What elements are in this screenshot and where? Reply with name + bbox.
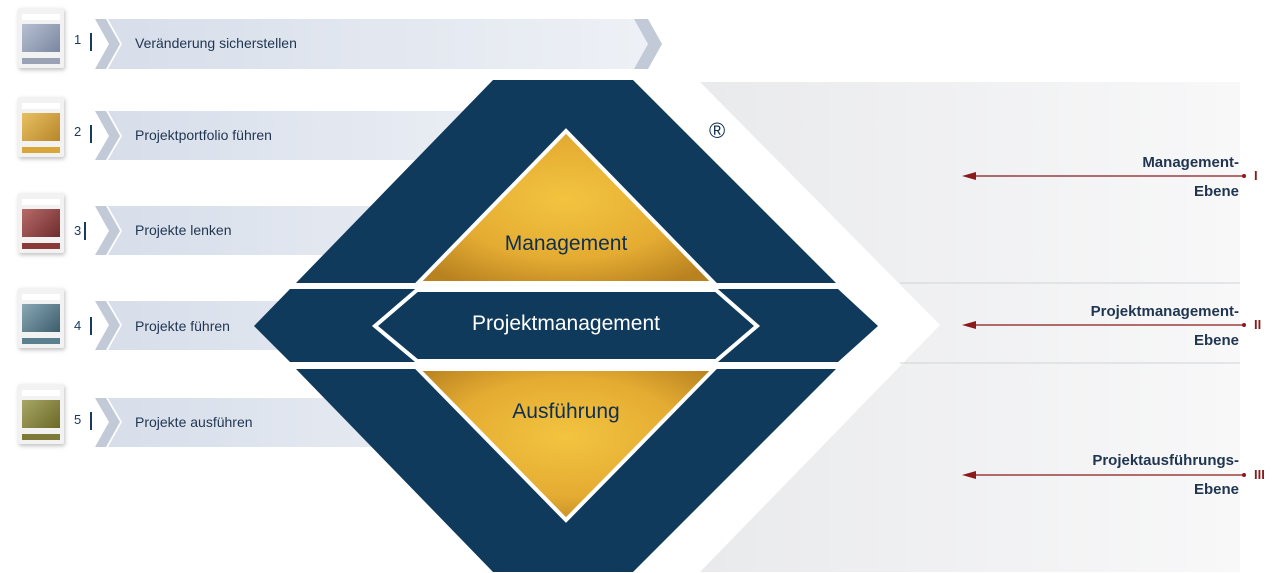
step-separator-2 bbox=[90, 125, 92, 143]
step-number-5: 5 bbox=[74, 412, 82, 427]
book-cover-2-icon bbox=[18, 97, 64, 157]
level-arrow-1 bbox=[962, 172, 1246, 180]
level-3-roman: III bbox=[1254, 467, 1265, 482]
step-band-1 bbox=[95, 19, 662, 69]
book-cover-1-icon bbox=[18, 8, 64, 68]
step-separator-1 bbox=[90, 33, 92, 51]
step-number-3: 3 bbox=[74, 223, 82, 238]
step-separator-5 bbox=[90, 412, 92, 430]
gold-bottom-triangle bbox=[413, 367, 719, 523]
step-label-2: Projektportfolio führen bbox=[135, 127, 272, 143]
level-3-line2: Ebene bbox=[1193, 481, 1239, 498]
step-label-3: Projekte lenken bbox=[135, 222, 232, 238]
level-2-roman: II bbox=[1254, 317, 1262, 332]
step-number-4: 4 bbox=[74, 318, 82, 333]
book-cover-5-icon bbox=[18, 384, 64, 444]
center-top-label: Management bbox=[504, 232, 628, 255]
book-image bbox=[22, 24, 60, 52]
level-arrow-2 bbox=[962, 321, 1246, 329]
level-3-line1: Projektausführungs- bbox=[1092, 452, 1239, 469]
step-label-1: Veränderung sicherstellen bbox=[135, 35, 297, 51]
step-label-5: Projekte ausführen bbox=[135, 414, 253, 430]
step-number-1: 1 bbox=[74, 32, 82, 47]
step-number-2: 2 bbox=[74, 124, 82, 139]
book-cover-3-icon bbox=[18, 193, 64, 253]
registered-mark: ® bbox=[709, 118, 726, 143]
center-middle-label: Projektmanagement bbox=[472, 312, 660, 335]
level-1-line2: Ebene bbox=[1193, 183, 1239, 200]
level-2-line1: Projektmanagement- bbox=[1090, 303, 1239, 320]
level-2-line2: Ebene bbox=[1193, 332, 1239, 349]
level-arrow-3 bbox=[962, 471, 1246, 479]
level-1-line1: Management- bbox=[1142, 154, 1239, 171]
center-bottom-label: Ausführung bbox=[512, 400, 620, 423]
book-cover-4-icon bbox=[18, 288, 64, 348]
step-separator-3 bbox=[84, 222, 86, 240]
step-label-4: Projekte führen bbox=[135, 318, 230, 334]
gold-top-triangle bbox=[413, 128, 719, 285]
middle-hexagon-outline bbox=[371, 288, 761, 363]
level-1-roman: I bbox=[1254, 168, 1258, 183]
step-separator-4 bbox=[90, 317, 92, 335]
